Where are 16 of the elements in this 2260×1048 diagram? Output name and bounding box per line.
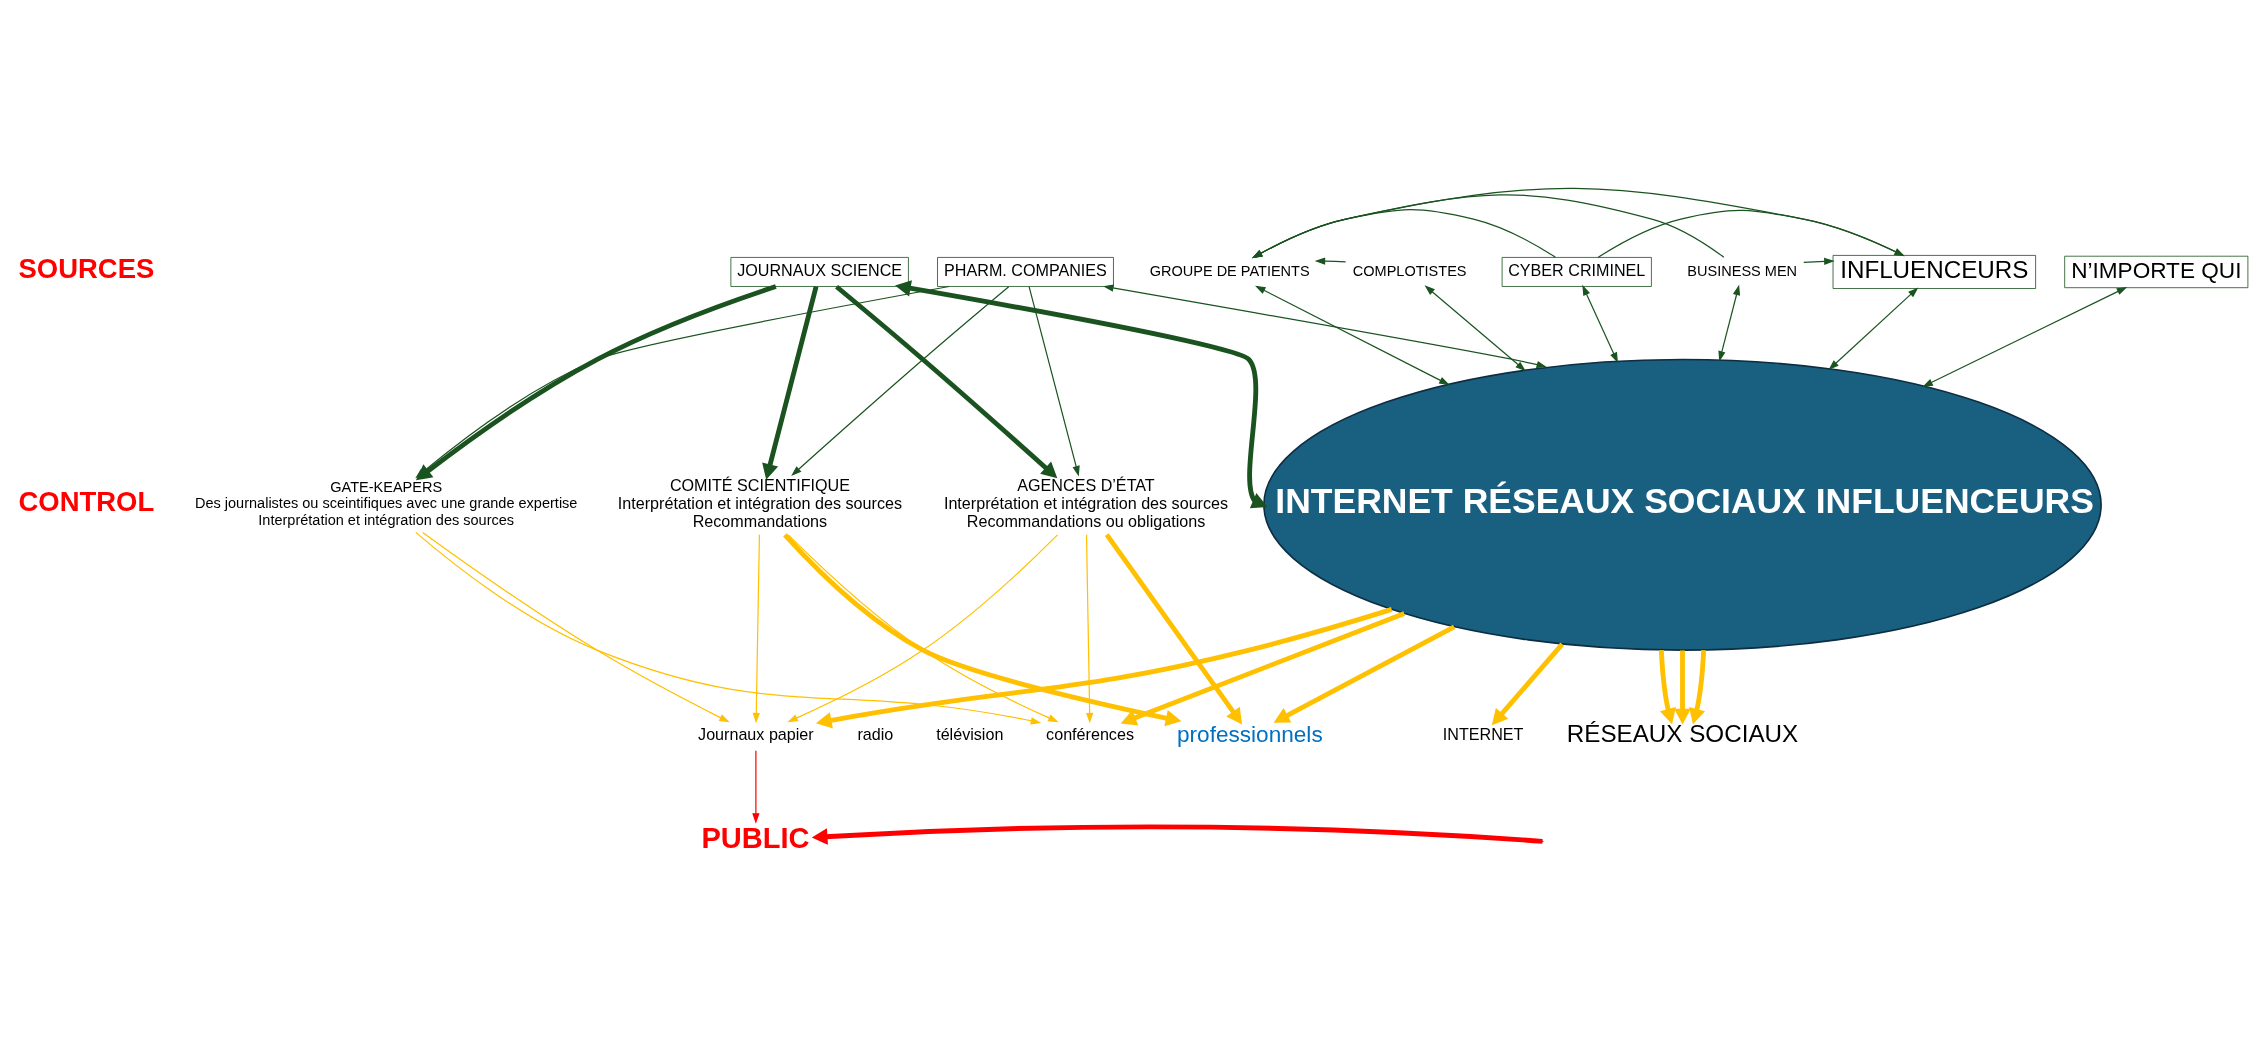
node-text: GROUPE DE PATIENTS — [1149, 262, 1310, 279]
node-text: PUBLIC — [701, 821, 810, 854]
node-text: RÉSEAUX SOCIAUX — [1566, 719, 1799, 747]
label: SOURCES — [18, 252, 155, 284]
node-text: radio — [857, 724, 894, 743]
node-text: Journaux papier — [698, 724, 814, 743]
node-text: AGENCES D’ÉTAT Interprétation et intégration des sources Recommandations ou obligations — [943, 475, 1229, 530]
label: CONTROL — [18, 485, 155, 517]
node-text: professionnels — [1177, 721, 1323, 747]
node-text: conférences — [1046, 724, 1134, 743]
node-text: GATE-KEAPERS Des journalistes ou sceintifiques avec une grande expertise Interprétation et intégration des sources — [194, 478, 578, 528]
node-text: COMPLOTISTES — [1352, 262, 1467, 279]
node-text: télévision — [936, 724, 1004, 743]
node-text: BUSINESS MEN — [1687, 262, 1798, 279]
node-text: INTERNET — [1442, 724, 1524, 743]
node-text: COMITÉ SCIENTIFIQUE Interprétation et intégration des sources Recommandations — [617, 475, 902, 530]
